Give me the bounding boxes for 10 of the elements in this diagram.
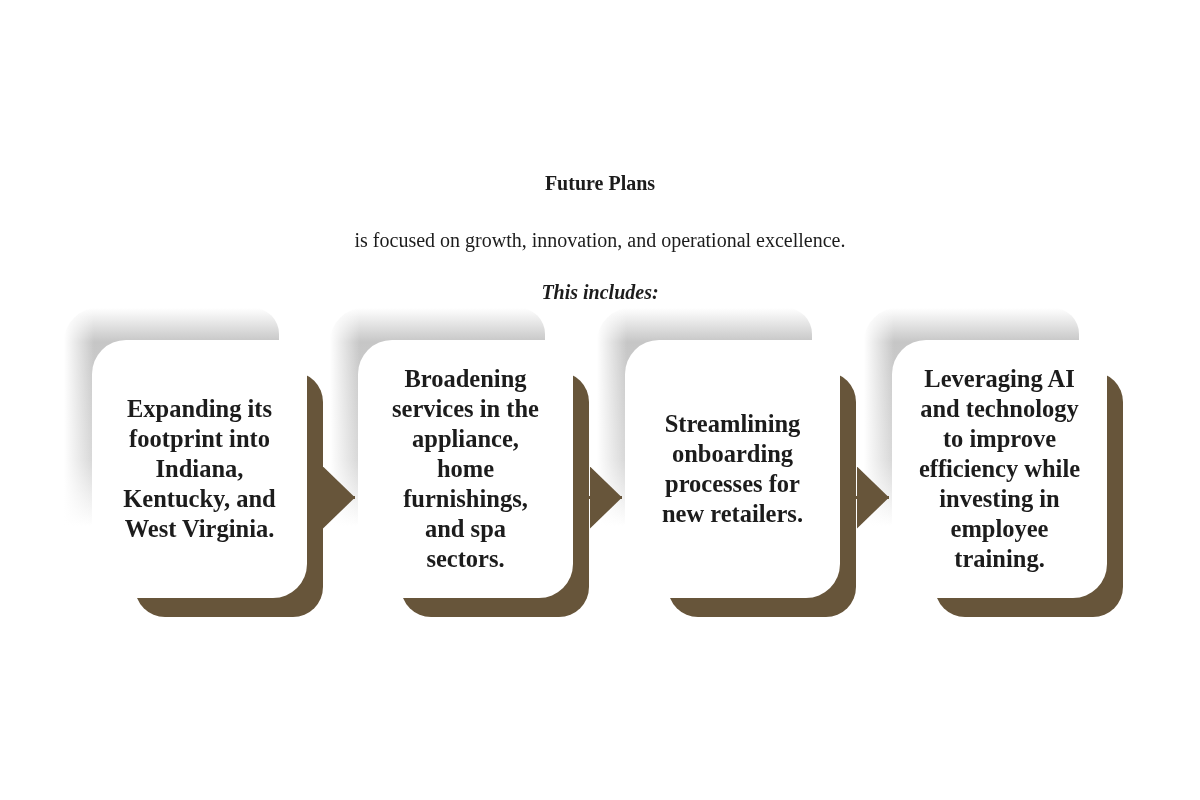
subtitle-text: is focused on growth, innovation, and operational excellence. (354, 228, 846, 253)
step-text: Leveraging AI and technology to improve efficiency while investing in employee training. (918, 364, 1081, 574)
diagram-title: Future Plans (544, 171, 656, 196)
step-text: Expanding its footprint into Indiana, Kentucky, and West Virginia. (122, 394, 277, 544)
chevron-arrow (323, 466, 355, 529)
section-lead-in: This includes: (541, 280, 659, 305)
chevron-arrow (856, 466, 889, 529)
chevron-arrow (589, 466, 622, 529)
step-text: Streamlining onboarding processes for new retailers. (660, 409, 805, 529)
step-text: Broadening services in the appliance, home furnishings, and spa sectors. (391, 364, 540, 574)
